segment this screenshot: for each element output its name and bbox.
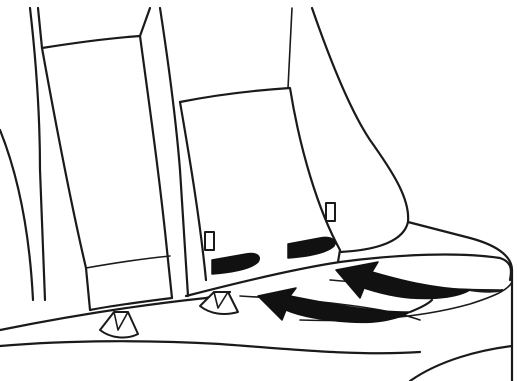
left-seatback xyxy=(0,8,172,310)
tether-anchor-icon xyxy=(100,312,138,337)
tether-anchor-icon xyxy=(200,292,238,314)
right-seatback xyxy=(312,8,512,381)
lower-anchor-bar-icon xyxy=(212,237,335,274)
seat-cushion-arrow-icon xyxy=(336,262,502,299)
seat-cushion xyxy=(0,255,512,381)
